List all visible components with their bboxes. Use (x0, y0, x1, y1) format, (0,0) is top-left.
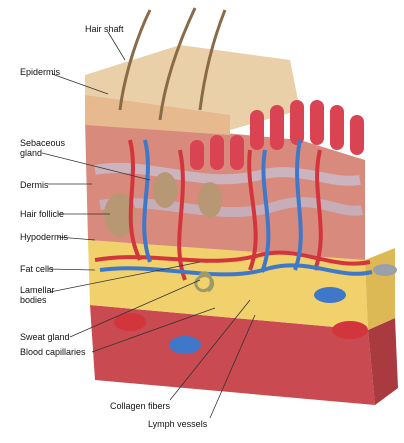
label-sweat-gland: Sweat gland (20, 332, 70, 342)
label-lamellar-bodies-line2: bodies (20, 295, 47, 305)
label-fat-cells: Fat cells (20, 264, 54, 274)
label-hair-follicle: Hair follicle (20, 209, 64, 219)
label-epidermis: Epidermis (20, 67, 60, 77)
label-hair-shaft: Hair shaft (85, 24, 124, 34)
label-lymph-vessels: Lymph vessels (148, 419, 207, 429)
label-collagen-fibers: Collagen fibers (110, 401, 170, 411)
label-sebaceous-gland-line1: Sebaceous (20, 138, 65, 148)
label-sebaceous-gland-line2: gland (20, 148, 42, 158)
label-dermis: Dermis (20, 180, 49, 190)
label-hypodermis: Hypodermis (20, 232, 68, 242)
label-lamellar-bodies-line1: Lamellar (20, 285, 55, 295)
label-blood-capillaries: Blood capillaries (20, 347, 86, 357)
